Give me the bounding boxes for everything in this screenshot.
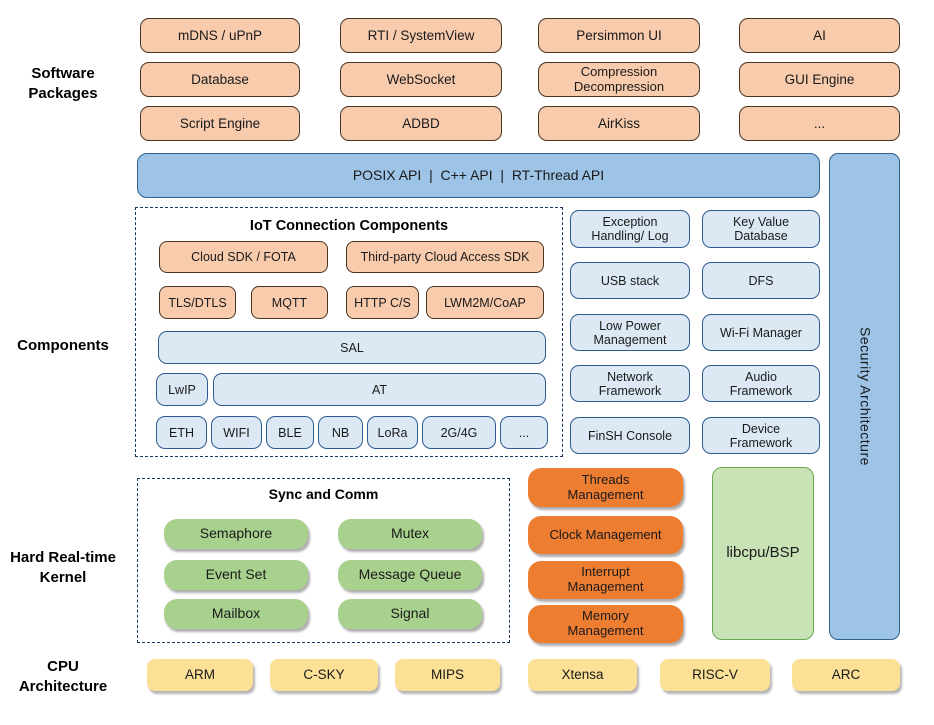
iot-box-mqtt: MQTT [251, 286, 328, 319]
at-box: AT [213, 373, 546, 406]
section-label-software-packages: Software Packages [28, 65, 98, 102]
sync-box-semaphore: Semaphore [164, 519, 308, 549]
pkg-box-adbd: ADBD [340, 106, 502, 141]
security-architecture-bar: Security Architecture [829, 153, 900, 640]
cpu-box-xtensa: Xtensa [528, 659, 637, 691]
service-box-exception-log: Exception Handling/ Log [570, 210, 690, 248]
iot-box-title: IoT Connection Components [249, 218, 449, 234]
pkg-box-rti-systemview: RTI / SystemView [340, 18, 502, 53]
pkg-box-compression: Compression Decompression [538, 62, 700, 97]
security-architecture-label: Security Architecture [857, 327, 874, 466]
sync-box-message-queue: Message Queue [338, 560, 482, 590]
service-box-usb-stack: USB stack [570, 262, 690, 299]
section-label-cpu: CPU Architecture [18, 658, 108, 695]
mgmt-box-clock: Clock Management [528, 516, 683, 554]
iot-box-cloud-sdk-fota: Cloud SDK / FOTA [159, 241, 328, 273]
pkg-box-script-engine: Script Engine [140, 106, 300, 141]
pkg-box-websocket: WebSocket [340, 62, 502, 97]
cpu-box-arm: ARM [147, 659, 253, 691]
mgmt-box-interrupt: Interrupt Management [528, 561, 683, 599]
sync-box-signal: Signal [338, 599, 482, 629]
pkg-box-ai: AI [739, 18, 900, 53]
iot-box-lwm2m-coap: LWM2M/CoAP [426, 286, 544, 319]
section-label-kernel: Hard Real-time Kernel [10, 549, 116, 586]
link-layer-row: ETH WIFI BLE NB LoRa 2G/4G ... [156, 416, 548, 449]
service-box-low-power: Low Power Management [570, 314, 690, 351]
sync-box-title: Sync and Comm [268, 486, 379, 502]
posix-api-bar-label: POSIX API | C++ API | RT-Thread API [352, 166, 605, 183]
iot-box-http-cs: HTTP C/S [346, 286, 419, 319]
sync-and-comm-box: Sync and Comm Semaphore Mutex Event Set … [137, 478, 510, 643]
cpu-box-c-sky: C-SKY [270, 659, 378, 691]
pkg-box-airkiss: AirKiss [538, 106, 700, 141]
pkg-box-more: ... [739, 106, 900, 141]
mgmt-box-threads: Threads Management [528, 468, 683, 507]
link-box-lora: LoRa [367, 416, 418, 449]
mgmt-box-memory: Memory Management [528, 605, 683, 643]
service-box-network-framework: Network Framework [570, 365, 690, 402]
sync-box-event-set: Event Set [164, 560, 308, 590]
iot-connection-components-box: IoT Connection Components Cloud SDK / FO… [135, 207, 563, 457]
sync-box-mutex: Mutex [338, 519, 482, 549]
service-box-device-framework: Device Framework [702, 417, 820, 454]
sal-box: SAL [158, 331, 546, 364]
sync-box-mailbox: Mailbox [164, 599, 308, 629]
pkg-box-mdns-upnp: mDNS / uPnP [140, 18, 300, 53]
pkg-box-gui-engine: GUI Engine [739, 62, 900, 97]
pkg-box-persimmon-ui: Persimmon UI [538, 18, 700, 53]
service-box-finsh-console: FinSH Console [570, 417, 690, 454]
service-box-key-value-db: Key Value Database [702, 210, 820, 248]
iot-box-tls-dtls: TLS/DTLS [159, 286, 236, 319]
iot-box-third-party-sdk: Third-party Cloud Access SDK [346, 241, 544, 273]
posix-api-bar: POSIX API | C++ API | RT-Thread API [137, 153, 820, 198]
cpu-box-mips: MIPS [395, 659, 500, 691]
link-box-nb: NB [318, 416, 363, 449]
service-box-audio-framework: Audio Framework [702, 365, 820, 402]
link-box-wifi: WIFI [211, 416, 262, 449]
lwip-box: LwIP [156, 373, 208, 406]
link-box-eth: ETH [156, 416, 207, 449]
libcpu-bsp-box: libcpu/BSP [712, 467, 814, 640]
pkg-box-database: Database [140, 62, 300, 97]
service-box-dfs: DFS [702, 262, 820, 299]
cpu-box-risc-v: RISC-V [660, 659, 770, 691]
link-box-more: ... [500, 416, 548, 449]
section-label-components: Components [17, 337, 109, 354]
link-box-ble: BLE [266, 416, 314, 449]
cpu-box-arc: ARC [792, 659, 900, 691]
service-box-wifi-manager: Wi-Fi Manager [702, 314, 820, 351]
link-box-2g4g: 2G/4G [422, 416, 496, 449]
